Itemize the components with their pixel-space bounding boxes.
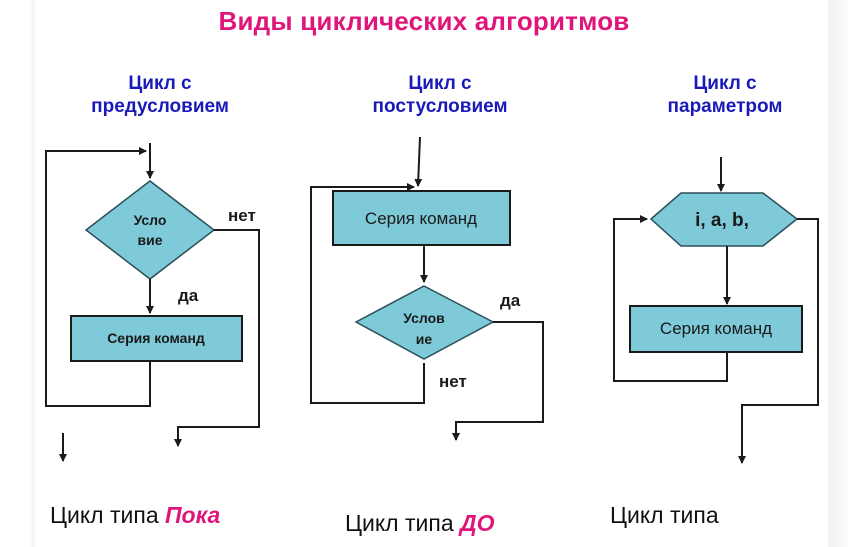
loop-back-line — [310, 183, 425, 404]
process-text: Серия команд — [107, 330, 205, 346]
process-box — [629, 305, 803, 353]
heading-line-1: Цикл с — [128, 73, 192, 94]
no-exit-line — [174, 229, 260, 447]
right-gutter — [828, 0, 848, 547]
column-heading-precondition: Цикл с предусловием — [60, 72, 260, 118]
flowchart-parameter — [613, 157, 819, 464]
process-box — [70, 315, 243, 362]
flowchart-postcondition — [310, 136, 544, 441]
heading-line-1: Цикл с — [408, 73, 472, 94]
page-title: Виды циклических алгоритмов — [218, 6, 630, 36]
condition-diamond — [354, 285, 495, 360]
caption-text: Цикл типа — [50, 502, 159, 528]
heading-line-2: предусловием — [91, 96, 229, 117]
caption-postcondition: Цикл типа ДО — [345, 510, 495, 537]
caption-text: Цикл типа — [610, 502, 719, 528]
process-text: Серия команд — [365, 209, 477, 228]
condition-text-line-2: вие — [138, 232, 163, 248]
condition-text-line-1: Усло — [134, 212, 167, 228]
condition-text-line-1: Услов — [403, 310, 445, 326]
condition-text-line-2: ие — [416, 331, 433, 347]
heading-line-2: постусловием — [372, 96, 508, 117]
process-box — [332, 190, 511, 246]
heading-line-1: Цикл с — [693, 73, 757, 94]
label-yes: да — [178, 286, 199, 305]
heading-line-2: параметром — [667, 96, 783, 117]
condition-diamond — [84, 180, 216, 280]
caption-emphasis: Пока — [165, 502, 221, 528]
caption-precondition: Цикл типа Пока — [50, 502, 220, 529]
left-gutter — [0, 0, 35, 547]
column-heading-postcondition: Цикл с постусловием — [340, 72, 540, 118]
caption-emphasis: ДО — [460, 510, 495, 536]
flowchart-precondition — [45, 143, 260, 462]
parameter-text: i, a, b, — [695, 210, 749, 231]
caption-text: Цикл типа — [345, 510, 454, 536]
label-no: нет — [228, 206, 256, 225]
loop-back-line — [613, 215, 728, 382]
column-heading-parameter: Цикл с параметром — [625, 72, 825, 118]
label-yes: да — [500, 291, 521, 310]
label-no: нет — [439, 372, 467, 391]
entry-arrow — [414, 136, 423, 187]
yes-exit-line — [452, 321, 544, 441]
caption-parameter: Цикл типа — [610, 502, 719, 529]
loop-back-line — [45, 147, 151, 407]
exit-line — [738, 218, 819, 464]
process-text: Серия команд — [660, 319, 772, 338]
